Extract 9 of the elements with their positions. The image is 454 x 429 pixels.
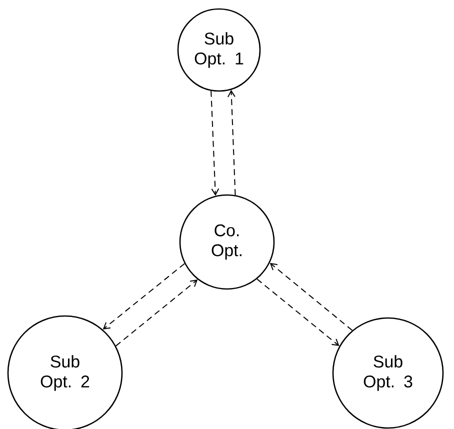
arrow: [270, 262, 353, 331]
circle-node: Co. Opt.: [179, 194, 275, 290]
arrow: [210, 90, 220, 196]
arrow: [102, 263, 186, 330]
arrow: [256, 278, 340, 346]
arrow: [227, 90, 236, 196]
circle-node: Sub Opt. 1: [177, 8, 261, 92]
arrow: [115, 280, 198, 346]
circle-node: Sub Opt. 3: [332, 317, 444, 429]
